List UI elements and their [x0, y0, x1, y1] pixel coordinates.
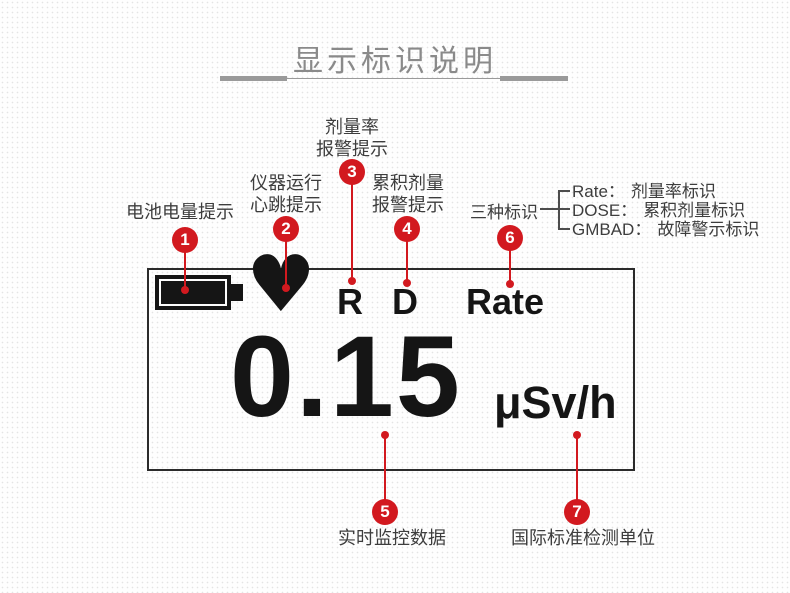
legend-key: DOSE： — [572, 201, 638, 220]
legend-bracket-branch-3 — [558, 228, 570, 230]
callout-3-dot — [348, 277, 356, 285]
callout-2-label-line2: 心跳提示 — [250, 195, 322, 215]
legend-bracket-vline — [558, 190, 560, 230]
title-rule-line — [287, 78, 500, 79]
battery-fill — [161, 281, 225, 304]
title-rule-left — [220, 76, 287, 81]
callout-3-label: 剂量率 报警提示 — [292, 116, 412, 160]
callout-6-dot — [506, 280, 514, 288]
legend-bracket-dash — [540, 208, 559, 210]
dose-unit: μSv/h — [494, 377, 617, 428]
title-rule-right — [500, 76, 568, 81]
page-title: 显示标识说明 — [293, 45, 497, 78]
callout-7-badge: 7 — [564, 499, 590, 525]
rate-mode-label: Rate — [466, 281, 545, 322]
callout-7-line — [576, 435, 578, 501]
callout-6-label: 三种标识 — [470, 203, 538, 222]
callout-3-label-line1: 剂量率 — [325, 117, 379, 137]
legend-row: Rate： 剂量率标识 — [572, 182, 716, 201]
device-display — [147, 268, 635, 471]
rate-alarm-indicator: R — [337, 281, 363, 322]
callout-6-line — [509, 249, 511, 284]
battery-terminal — [231, 284, 243, 301]
callout-4-label-line2: 报警提示 — [372, 195, 444, 215]
callout-5-label: 实时监控数据 — [338, 528, 446, 548]
callout-1-line — [184, 251, 186, 290]
callout-3-badge: 3 — [339, 159, 365, 185]
heart-icon: ♥ — [246, 240, 316, 330]
legend-row: GMBAD： 故障警示标识 — [572, 220, 759, 239]
callout-6-badge: 6 — [497, 225, 523, 251]
callout-1-badge: 1 — [172, 227, 198, 253]
callout-7-dot — [573, 431, 581, 439]
callout-4-line — [406, 240, 408, 283]
callout-5-badge: 5 — [372, 499, 398, 525]
battery-icon — [155, 275, 231, 310]
legend-key: Rate： — [572, 182, 625, 201]
dose-alarm-indicator: D — [392, 281, 418, 322]
callout-5-line — [384, 435, 386, 501]
callout-4-badge: 4 — [394, 216, 420, 242]
callout-2-dot — [282, 284, 290, 292]
legend-key: GMBAD： — [572, 220, 652, 239]
legend-bracket-branch-1 — [558, 190, 570, 192]
callout-7-label: 国际标准检测单位 — [511, 528, 655, 548]
callout-2-label: 仪器运行 心跳提示 — [226, 172, 346, 216]
dose-value: 0.15 — [230, 313, 462, 441]
callout-4-label: 累积剂量 报警提示 — [348, 172, 468, 216]
callout-1-dot — [181, 286, 189, 294]
legend-desc: 累积剂量标识 — [643, 201, 746, 220]
callout-1-label: 电池电量提示 — [126, 202, 234, 222]
legend-desc: 故障警示标识 — [657, 220, 760, 239]
callout-5-dot — [381, 431, 389, 439]
callout-4-dot — [403, 279, 411, 287]
callout-2-line — [285, 240, 287, 288]
callout-3-label-line2: 报警提示 — [316, 139, 388, 159]
callout-3-line — [351, 183, 353, 281]
callout-2-badge: 2 — [273, 216, 299, 242]
legend-desc: 剂量率标识 — [630, 182, 716, 201]
callout-2-label-line1: 仪器运行 — [250, 173, 322, 193]
callout-4-label-line1: 累积剂量 — [372, 173, 444, 193]
legend-row: DOSE： 累积剂量标识 — [572, 201, 745, 220]
legend-bracket-branch-2 — [558, 208, 570, 210]
